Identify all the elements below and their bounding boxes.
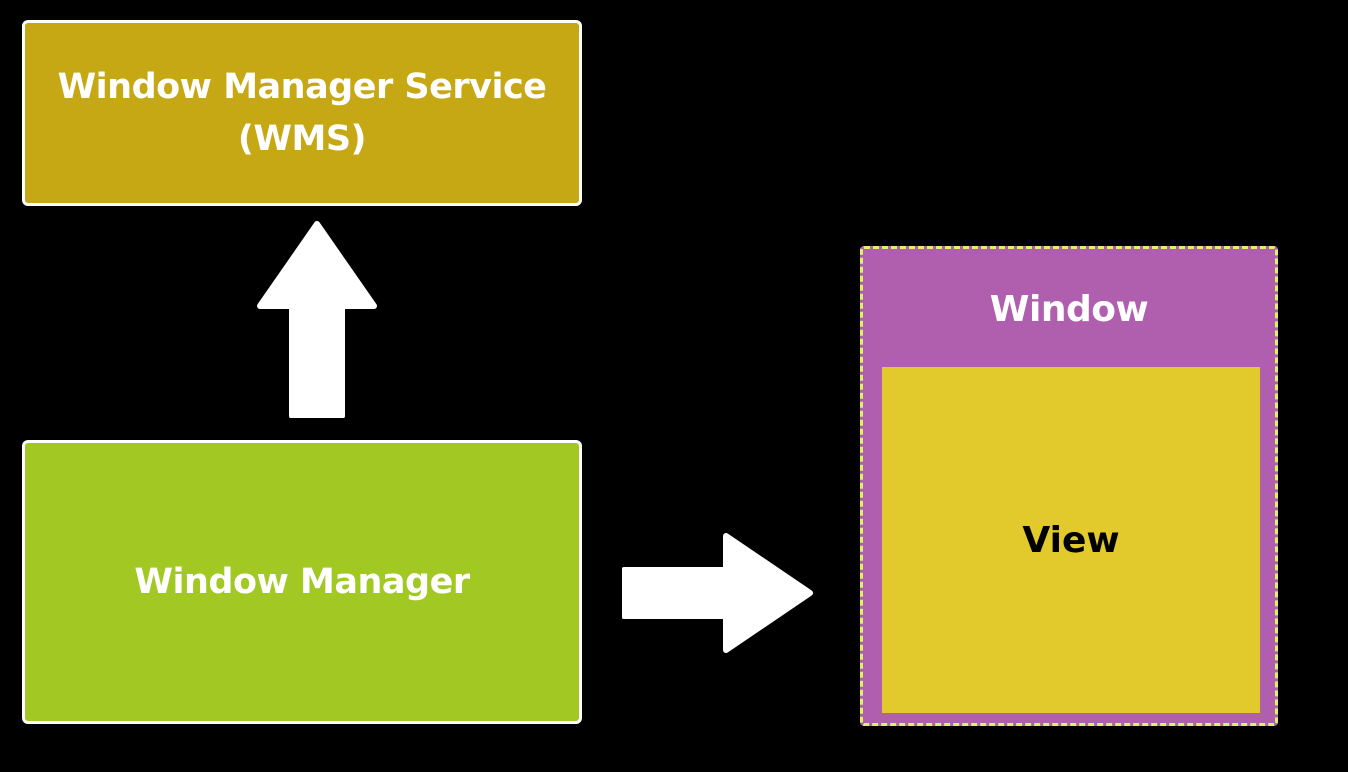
window-title: Window <box>989 288 1149 330</box>
arrow-up-icon <box>257 221 377 418</box>
arrow-right-icon <box>622 533 813 653</box>
window-manager-box: Window Manager <box>22 440 582 724</box>
wms-title-line1: Window Manager Service <box>57 66 547 107</box>
window-box: Window View <box>860 246 1278 726</box>
wms-title: Window Manager Service (WMS) <box>58 61 547 166</box>
window-manager-title: Window Manager <box>134 562 470 602</box>
view-box: View <box>882 367 1260 713</box>
view-title: View <box>1022 519 1120 561</box>
wms-box: Window Manager Service (WMS) <box>22 20 582 206</box>
wms-title-line2: (WMS) <box>237 119 367 159</box>
arrow-up-shape <box>257 221 377 418</box>
arrow-right-shape <box>622 533 813 653</box>
